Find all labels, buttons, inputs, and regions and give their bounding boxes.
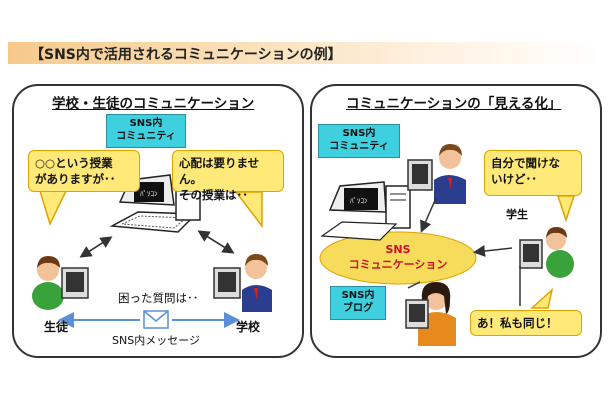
right-community-line2: コミュニティ (329, 141, 389, 152)
business-person-icon (407, 144, 466, 204)
blog-box-line2: ブログ (343, 303, 373, 314)
ellipse-text-line2: コミュニケーション (348, 258, 448, 271)
left-community-line1: SNS内 (129, 118, 163, 129)
school-bubble-line1: 心配は要りません。 (179, 156, 260, 186)
student-person-right-icon (519, 227, 574, 278)
right-computer-icon: ﾊﾟｿｺﾝ (320, 181, 411, 241)
svg-text:ﾊﾟｿｺﾝ: ﾊﾟｿｺﾝ (140, 190, 158, 198)
ellipse-text-line1: SNS (385, 243, 411, 256)
right-panel-title: コミュニケーションの「見える化」 (346, 96, 562, 112)
student-person-icon (32, 256, 89, 310)
right-bubble-tail-bottom (530, 287, 554, 309)
school-bubble-line2: その授業は･･ (179, 188, 248, 202)
left-panel-title: 学校・生徒のコミュニケーション (52, 96, 255, 112)
student-bubble-line2: がありますが･･ (35, 172, 116, 186)
blog-box: SNS内 ブログ (330, 286, 386, 320)
woman-person-icon (405, 282, 456, 346)
student-speech-bubble: ○○という授業 がありますが･･ (28, 150, 140, 192)
sns-communication-ellipse (319, 231, 477, 285)
page-title: 【SNS内で活用されるコミュニケーションの例】 (30, 47, 342, 63)
ellipse-text: SNS コミュニケーション (330, 242, 466, 272)
left-community-box: SNS内 コミュニティ (106, 114, 186, 148)
right-community-line1: SNS内 (342, 128, 376, 139)
left-bubble-tail-student (38, 190, 68, 227)
right-bottom-speech-bubble: あ！私も同じ！ (470, 310, 582, 336)
envelope-icon (143, 310, 169, 329)
right-student-label: 学生 (506, 208, 528, 221)
header-bar (8, 42, 602, 64)
student-bubble-line1: ○○という授業 (35, 156, 113, 170)
question-text: 困った質問は･･ (118, 291, 199, 305)
left-bubble-tail-school (234, 191, 263, 229)
student-label: 生徒 (44, 320, 69, 334)
left-community-line2: コミュニティ (116, 131, 176, 142)
school-person-icon (213, 254, 272, 312)
right-top-bubble-line2: いけど･･ (491, 172, 537, 186)
right-top-bubble-line1: 自分で聞けな (491, 156, 560, 170)
school-label: 学校 (236, 320, 261, 334)
right-bubble-tail-top (556, 195, 576, 223)
message-label: SNS内メッセージ (112, 334, 200, 347)
blog-box-line1: SNS内 (341, 290, 375, 301)
school-speech-bubble: 心配は要りません。 その授業は･･ (172, 150, 284, 202)
svg-text:ﾊﾟｿｺﾝ: ﾊﾟｿｺﾝ (350, 197, 368, 205)
right-top-speech-bubble: 自分で聞けな いけど･･ (484, 150, 582, 196)
right-community-box: SNS内 コミュニティ (318, 124, 400, 158)
